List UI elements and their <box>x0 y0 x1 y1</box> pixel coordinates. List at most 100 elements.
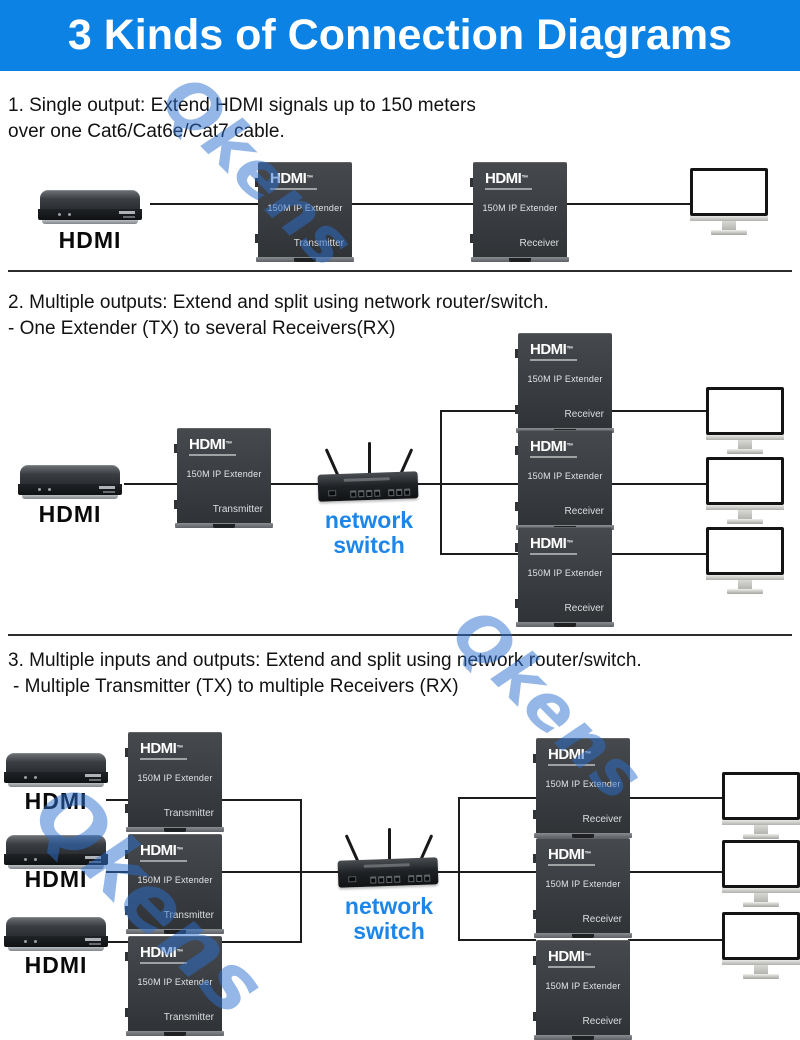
trademark-mark: ™ <box>225 441 232 448</box>
led-indicator <box>24 858 27 861</box>
device-base <box>42 220 138 224</box>
trademark-mark: ™ <box>566 346 573 353</box>
hdmi-cable-line <box>628 871 722 873</box>
hdmi-logo: HDMI™ <box>548 948 591 965</box>
ethernet-port <box>394 875 401 883</box>
hdmi-logo-fineprint <box>530 359 577 361</box>
monitor-chin <box>706 435 784 440</box>
trademark-mark: ™ <box>566 443 573 450</box>
cat6-cable-line <box>440 410 518 412</box>
led-indicator <box>58 213 61 216</box>
mount-tab <box>255 234 258 243</box>
extender-model-label: 150M IP Extender <box>267 203 343 213</box>
device-top <box>6 917 106 936</box>
extender-receiver: HDMI™ 150M IP Extender Receiver <box>533 738 632 838</box>
ethernet-port <box>358 490 365 498</box>
network-switch-device <box>317 442 419 504</box>
ethernet-port <box>408 875 415 883</box>
section-2-heading-line-2: - One Extender (TX) to several Receivers… <box>8 318 396 339</box>
extender-notch <box>572 934 594 938</box>
mount-tab <box>470 234 473 243</box>
section-3-heading: 3. Multiple inputs and outputs: Extend a… <box>8 648 642 700</box>
extender-notch <box>294 258 316 262</box>
device-front-panel <box>38 209 142 220</box>
network-switch-label-line-1: network <box>324 507 414 533</box>
network-switch-label-line-1: network <box>344 893 434 919</box>
section-2-heading: 2. Multiple outputs: Extend and split us… <box>8 290 549 342</box>
mount-tab <box>125 952 128 961</box>
brand-badge <box>119 211 135 214</box>
trademark-mark: ™ <box>584 751 591 758</box>
extender-role-label: Transmitter <box>163 910 214 921</box>
ethernet-port <box>386 875 393 884</box>
monitor-screen <box>706 527 784 575</box>
cat6-cable-line <box>124 483 177 485</box>
extender-notch <box>554 623 576 627</box>
cat6-cable-line <box>106 799 128 801</box>
extender-receiver: HDMI™ 150M IP Extender Receiver <box>515 430 614 530</box>
mount-tab <box>515 599 518 608</box>
extender-model-label: 150M IP Extender <box>545 879 621 889</box>
device-top <box>6 753 106 772</box>
cat6-cable-line <box>150 203 258 205</box>
section-2-heading-line-1: 2. Multiple outputs: Extend and split us… <box>8 292 549 313</box>
ethernet-port <box>366 489 373 498</box>
device-front-panel <box>4 854 108 865</box>
hdmi-cable-line <box>610 553 706 555</box>
network-bus-line <box>300 799 302 943</box>
device-base <box>8 783 104 787</box>
mount-tab <box>174 500 177 509</box>
ethernet-port <box>424 874 431 882</box>
cat6-cable-line <box>221 941 300 943</box>
led-indicator <box>48 488 51 491</box>
hdmi-source-label: HDMI <box>24 866 88 892</box>
extender-notch <box>164 1032 186 1036</box>
hdmi-logo-fineprint <box>140 758 187 760</box>
model-badge <box>89 779 101 781</box>
mount-tab <box>515 543 518 552</box>
switch-body <box>317 471 419 502</box>
hdmi-source-label: HDMI <box>58 227 122 253</box>
mount-tab <box>533 956 536 965</box>
model-badge <box>103 491 115 493</box>
extender-receiver: HDMI™ 150M IP Extender Receiver <box>515 527 614 627</box>
ethernet-port-group <box>388 488 411 497</box>
extender-notch <box>572 834 594 838</box>
ethernet-port <box>370 876 377 884</box>
title-banner: 3 Kinds of Connection Diagrams <box>0 0 800 71</box>
extender-transmitter: HDMI™ 150M IP Extender Transmitter <box>255 162 354 262</box>
extender-notch <box>164 828 186 832</box>
mount-tab <box>533 910 536 919</box>
hdmi-logo: HDMI™ <box>270 170 313 187</box>
mount-tab <box>125 748 128 757</box>
monitor-chin <box>690 216 768 221</box>
device-base <box>22 495 118 499</box>
device-top <box>40 190 140 209</box>
monitor-stand-base <box>743 902 779 907</box>
extender-model-label: 150M IP Extender <box>482 203 558 213</box>
extender-role-label: Transmitter <box>212 504 263 515</box>
hdmi-logo: HDMI™ <box>548 846 591 863</box>
extender-model-label: 150M IP Extender <box>186 469 262 479</box>
extender-receiver: HDMI™ 150M IP Extender Receiver <box>515 333 614 433</box>
monitor-screen <box>706 387 784 435</box>
hdmi-source-label: HDMI <box>24 952 88 978</box>
extender-role-label: Receiver <box>582 814 622 825</box>
trademark-mark: ™ <box>176 847 183 854</box>
antenna-icon <box>368 442 371 475</box>
network-switch-label-line-2: switch <box>333 532 405 558</box>
hdmi-source-label: HDMI <box>24 788 88 814</box>
monitor-screen <box>690 168 768 216</box>
mount-tab <box>515 349 518 358</box>
hdmi-source-device <box>4 835 108 869</box>
network-switch-label: network switch <box>334 894 444 944</box>
mount-tab <box>174 444 177 453</box>
extender-role-label: Transmitter <box>293 238 344 249</box>
trademark-mark: ™ <box>306 175 313 182</box>
hdmi-logo: HDMI™ <box>530 535 573 552</box>
antenna-icon <box>388 828 391 861</box>
extender-model-label: 150M IP Extender <box>527 471 603 481</box>
mount-tab <box>515 405 518 414</box>
extender-role-label: Receiver <box>582 914 622 925</box>
mount-tab <box>125 1008 128 1017</box>
